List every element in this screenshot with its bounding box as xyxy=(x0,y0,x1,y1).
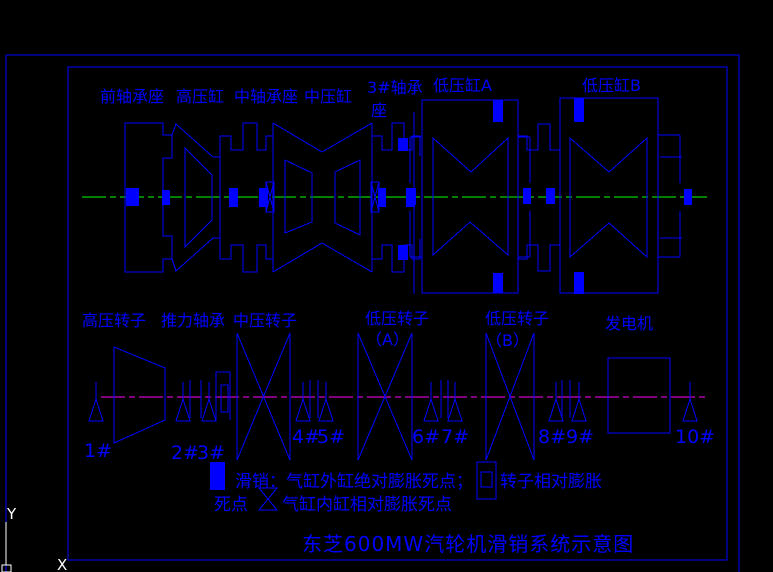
label-ip-cylinder: 中压缸 xyxy=(304,87,352,106)
legend-rotor-deadpoint-symbol xyxy=(476,461,497,500)
generator-end-bracket xyxy=(658,134,682,258)
sliding-pin-marker xyxy=(546,188,555,204)
hp-rotor xyxy=(113,346,166,444)
bearing-triangle xyxy=(548,397,564,422)
hatch-cross xyxy=(370,181,380,213)
drawing-border-outer xyxy=(5,54,740,572)
label-bearing3-line1: 3#轴承 xyxy=(367,78,423,97)
bearing-triangle xyxy=(423,397,439,422)
label-mid-bearing-pedestal: 中轴承座 xyxy=(234,87,298,106)
hatch-cross xyxy=(265,181,275,213)
lp-cylinder-a xyxy=(409,99,531,294)
label-lp-rotor-a-line1: 低压转子 xyxy=(365,309,429,328)
label-lp-rotor-a-line2: （A） xyxy=(366,330,409,349)
legend-inner-casing-deadpoint-symbol xyxy=(257,487,279,511)
sliding-pin-marker xyxy=(162,190,170,205)
bearing-number: 10# xyxy=(675,426,715,448)
legend-line2-prefix: 死点 xyxy=(214,495,248,515)
legend-line2-inner-text: 气缸内缸相对膨胀死点 xyxy=(282,494,452,515)
lp-coupling-housing xyxy=(518,123,560,272)
ip-rotor xyxy=(236,332,291,461)
bearing-triangle xyxy=(571,397,587,422)
sliding-pin-markers xyxy=(126,98,692,490)
bearing-triangle xyxy=(201,397,217,422)
shaft-centerlines xyxy=(82,196,708,398)
bearing-number: 7# xyxy=(441,426,469,448)
bearing-triangle xyxy=(447,397,463,422)
drawing-border-inner xyxy=(67,66,728,561)
front-bearing-pedestal xyxy=(124,122,173,273)
sliding-pin-marker xyxy=(574,272,584,294)
bearing-number: 9# xyxy=(566,426,594,448)
sliding-pin-marker xyxy=(259,188,268,207)
bearing-triangle xyxy=(88,397,104,422)
bearing-number: 6# xyxy=(412,426,440,448)
label-lp-rotor-b-line2: （B） xyxy=(486,331,529,350)
label-lp-rotor-b-line1: 低压转子 xyxy=(485,309,549,328)
ucs-icon xyxy=(1,522,12,572)
label-lp-cylinder-b: 低压缸B xyxy=(582,76,641,95)
label-generator: 发电机 xyxy=(605,314,653,333)
hatched-box xyxy=(265,181,275,213)
bearing-triangle xyxy=(682,397,698,422)
sliding-pin-marker xyxy=(574,98,584,122)
generator-outline xyxy=(607,357,671,434)
label-bearing3-line2: 座 xyxy=(371,101,387,120)
bearing-number: 1# xyxy=(84,440,112,462)
bearing-number: 3# xyxy=(197,442,225,464)
bearing-number: 2# xyxy=(171,442,199,464)
sliding-pin-marker xyxy=(409,188,416,205)
sliding-pin-marker xyxy=(210,462,225,490)
mid-bearing-pedestal xyxy=(219,122,273,273)
legend-line1-rotor-text: 转子相对膨胀 xyxy=(500,472,602,492)
ucs-x-axis-label: X xyxy=(57,556,67,572)
label-front-bearing-pedestal: 前轴承座 xyxy=(100,87,164,106)
sliding-pin-marker xyxy=(398,138,408,151)
bearing-triangle xyxy=(318,397,334,422)
sliding-pin-marker xyxy=(493,273,503,293)
lp-cylinder-b xyxy=(559,97,659,294)
label-thrust-bearing: 推力轴承 xyxy=(161,311,225,330)
lp-rotor-b xyxy=(485,332,535,461)
hatched-deadpoint-boxes xyxy=(265,181,380,213)
hp-cylinder xyxy=(171,123,220,272)
sliding-pin-marker xyxy=(378,188,386,207)
sliding-pin-marker xyxy=(398,245,408,260)
label-hp-cylinder: 高压缸 xyxy=(176,87,224,106)
bearing-symbols: 1# 2#3# 4#5# 6#7# 8#9# 10# xyxy=(84,382,715,464)
label-hp-rotor: 高压转子 xyxy=(82,311,146,330)
bearing-number: 5# xyxy=(317,426,345,448)
label-lp-cylinder-a: 低压缸A xyxy=(433,76,492,95)
bearing-triangle xyxy=(175,397,191,422)
drawing-title: 东芝600MW汽轮机滑销系统示意图 xyxy=(302,532,634,556)
rotor-coupling-flanges xyxy=(189,380,571,418)
label-ip-rotor: 中压转子 xyxy=(233,311,297,330)
ucs-y-axis-label: Y xyxy=(6,505,17,523)
bearing-number: 8# xyxy=(538,426,566,448)
legend-line1-pin-text: 滑销：气缸外缸绝对膨胀死点； xyxy=(235,471,473,492)
bearing-triangle xyxy=(295,397,311,422)
sliding-pin-marker xyxy=(493,100,503,122)
sliding-pin-marker xyxy=(126,188,139,206)
bearing-number: 4# xyxy=(292,426,320,448)
sliding-pin-marker xyxy=(523,188,531,204)
lp-rotor-a xyxy=(357,332,413,461)
thrust-bearing-symbol xyxy=(215,371,231,420)
sliding-pin-marker xyxy=(229,188,238,207)
sliding-pin-marker xyxy=(684,189,692,205)
hatched-box xyxy=(370,181,380,213)
